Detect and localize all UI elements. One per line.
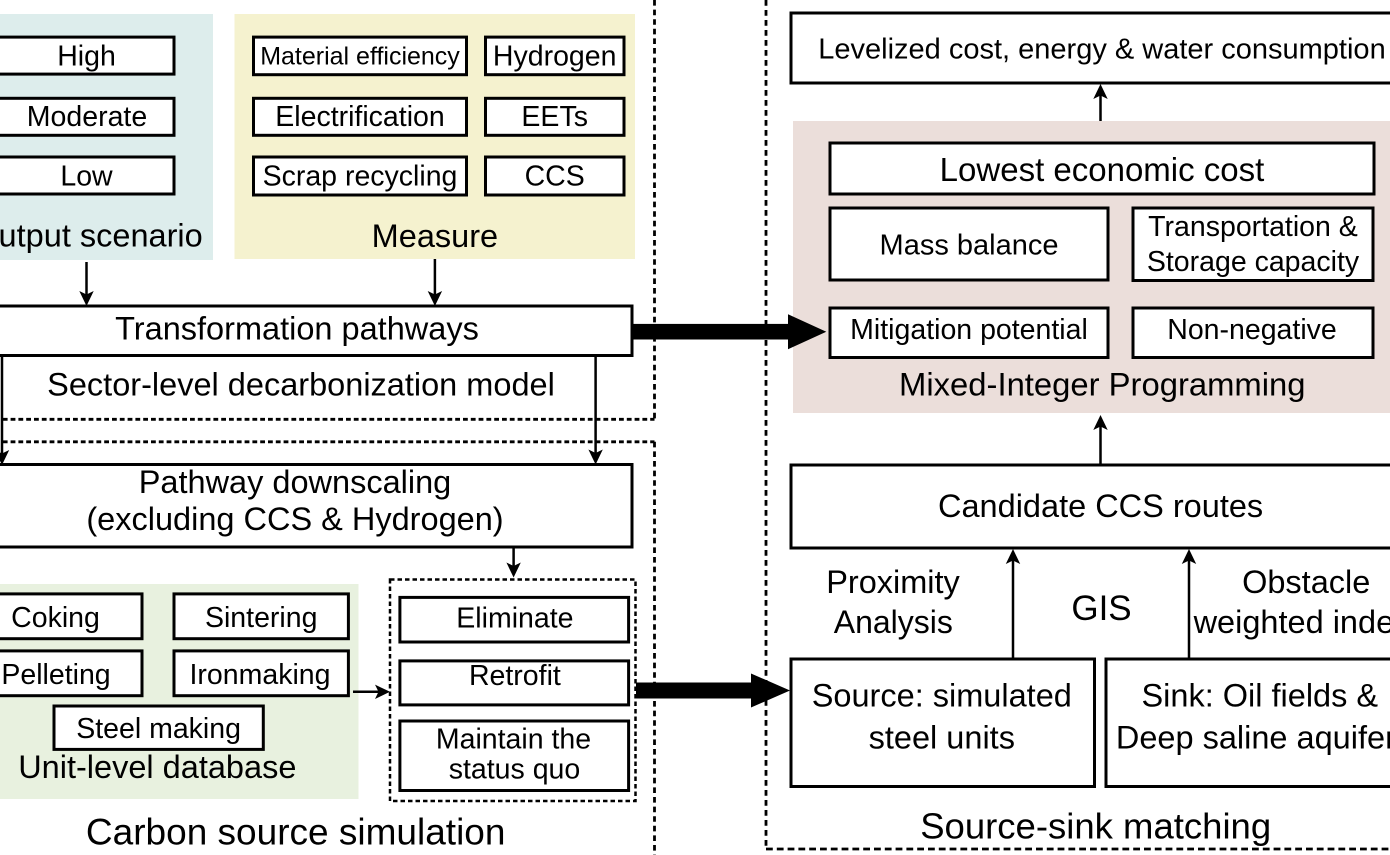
svg-text:Transformation pathways: Transformation pathways xyxy=(115,311,479,347)
svg-text:Proximity: Proximity xyxy=(826,564,960,600)
svg-text:Source-sink matching: Source-sink matching xyxy=(920,805,1271,846)
svg-text:Candidate CCS routes: Candidate CCS routes xyxy=(938,488,1263,524)
svg-text:EETs: EETs xyxy=(521,101,588,133)
svg-text:High: High xyxy=(57,41,116,73)
svg-text:Measure: Measure xyxy=(372,218,498,254)
svg-text:Obstacle: Obstacle xyxy=(1242,564,1370,600)
svg-text:weighted index: weighted index xyxy=(1193,604,1390,640)
svg-text:Ironmaking: Ironmaking xyxy=(190,659,331,691)
svg-text:Transportation &: Transportation & xyxy=(1148,211,1358,243)
svg-text:Maintain the: Maintain the xyxy=(436,724,591,756)
svg-text:Sintering: Sintering xyxy=(205,602,317,634)
svg-text:Deep saline aquifers: Deep saline aquifers xyxy=(1116,720,1390,756)
svg-text:Pathway downscaling: Pathway downscaling xyxy=(139,464,452,500)
svg-text:Scrap recycling: Scrap recycling xyxy=(263,160,458,192)
svg-text:steel units: steel units xyxy=(869,720,1015,756)
svg-text:Analysis: Analysis xyxy=(834,604,953,640)
svg-text:GIS: GIS xyxy=(1071,589,1131,628)
svg-text:Levelized cost, energy & water: Levelized cost, energy & water consumpti… xyxy=(818,34,1385,66)
svg-text:Mass balance: Mass balance xyxy=(880,230,1059,262)
svg-text:Storage capacity: Storage capacity xyxy=(1147,246,1360,278)
svg-text:CCS: CCS xyxy=(525,160,585,192)
svg-text:Steel making: Steel making xyxy=(76,713,241,745)
svg-text:Low: Low xyxy=(60,160,113,192)
svg-text:Coking: Coking xyxy=(11,602,100,634)
svg-text:Source: simulated: Source: simulated xyxy=(812,678,1072,714)
svg-text:Non-negative: Non-negative xyxy=(1167,314,1337,346)
svg-text:Hydrogen: Hydrogen xyxy=(493,41,617,73)
svg-text:Unit-level database: Unit-level database xyxy=(18,749,296,785)
svg-text:(excluding CCS & Hydrogen): (excluding CCS & Hydrogen) xyxy=(86,501,503,537)
svg-text:Pelleting: Pelleting xyxy=(1,659,110,691)
svg-text:Eliminate: Eliminate xyxy=(456,602,573,634)
svg-text:status quo: status quo xyxy=(449,754,581,786)
svg-text:Electrification: Electrification xyxy=(275,101,444,133)
svg-text:Mitigation potential: Mitigation potential xyxy=(850,314,1088,346)
svg-text:Moderate: Moderate xyxy=(27,101,147,133)
svg-text:Retrofit: Retrofit xyxy=(469,660,561,692)
svg-text:Lowest economic cost: Lowest economic cost xyxy=(940,151,1265,188)
svg-text:Mixed-Integer Programming: Mixed-Integer Programming xyxy=(899,366,1305,403)
svg-text:Sink: Oil fields &: Sink: Oil fields & xyxy=(1141,678,1378,714)
svg-text:Output scenario: Output scenario xyxy=(0,218,203,254)
svg-text:Sector-level decarbonization m: Sector-level decarbonization model xyxy=(47,367,555,403)
svg-text:Material efficiency: Material efficiency xyxy=(260,43,460,71)
svg-text:Carbon source simulation: Carbon source simulation xyxy=(86,812,506,853)
